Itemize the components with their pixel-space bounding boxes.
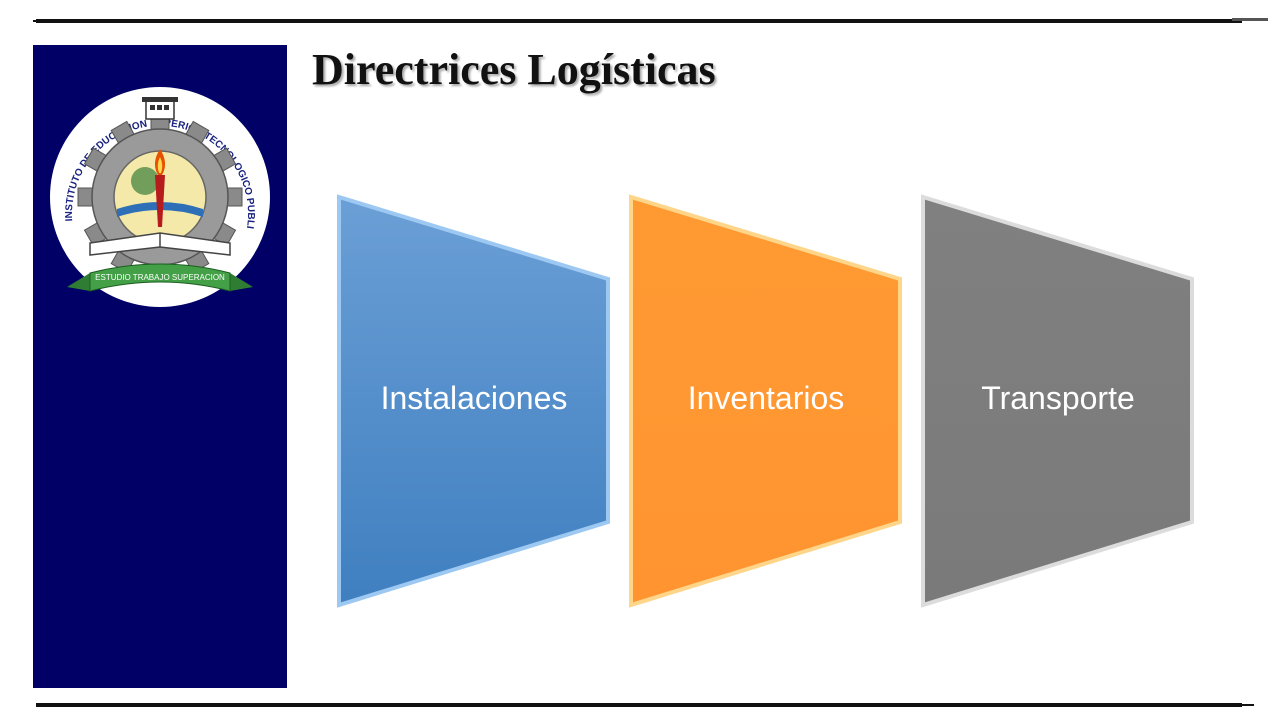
institution-logo: INSTITUTO DE EDUCACION SUPERIOR TECNOLOG… <box>45 77 270 307</box>
sidebar-panel: INSTITUTO DE EDUCACION SUPERIOR TECNOLOG… <box>33 45 287 688</box>
logo-ribbon-text: ESTUDIO TRABAJO SUPERACION <box>95 273 225 282</box>
slide-title: Directrices Logísticas <box>312 45 716 94</box>
stage-shape-transporte <box>921 194 1194 608</box>
bottom-rule-end <box>1242 704 1254 706</box>
bottom-rule <box>36 703 1242 707</box>
tower-icon <box>142 97 178 120</box>
stage-shape-inventarios <box>629 194 902 608</box>
stage-label-transporte: Transporte <box>981 380 1135 416</box>
stage-label-instalaciones: Instalaciones <box>380 380 568 416</box>
stage-label-inventarios: Inventarios <box>687 380 845 416</box>
top-rule <box>36 19 1242 23</box>
top-rule-end <box>1232 18 1268 21</box>
motto-ribbon: ESTUDIO TRABAJO SUPERACION <box>67 263 253 292</box>
stage-shape-instalaciones <box>337 194 610 608</box>
torch-emblem-icon <box>117 149 203 227</box>
open-book-icon <box>89 232 231 256</box>
